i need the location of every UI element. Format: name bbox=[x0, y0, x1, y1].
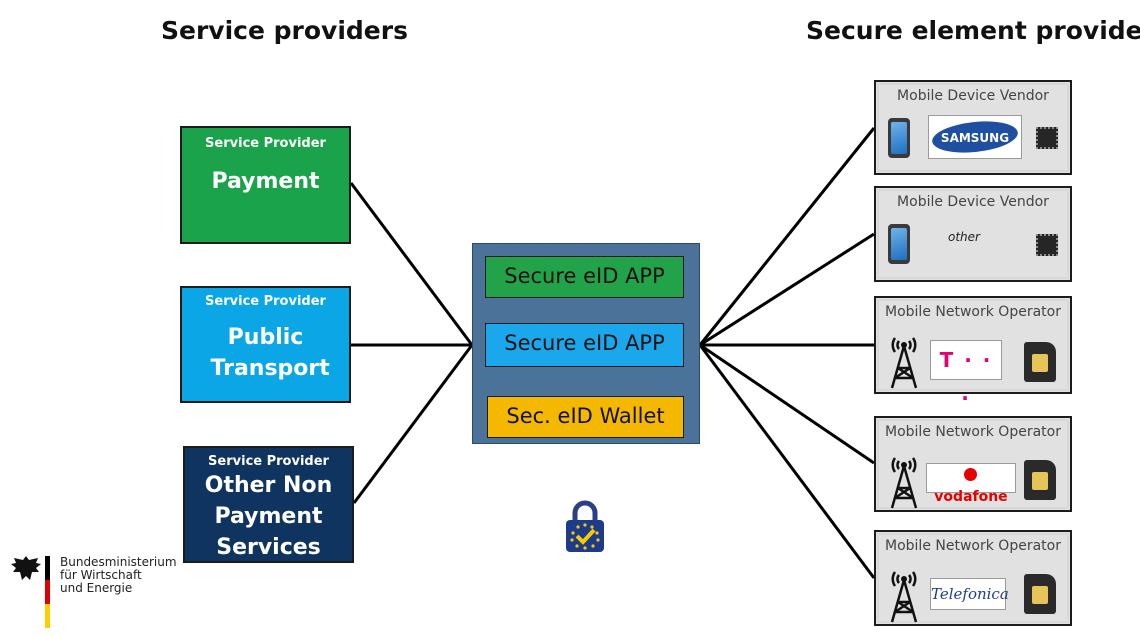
provider-title: Mobile Network Operator bbox=[885, 424, 1061, 440]
antenna-tower-icon bbox=[890, 457, 918, 509]
connector-telefonica bbox=[698, 344, 876, 579]
smartphone-icon bbox=[888, 118, 910, 158]
telekom-logo-text: T · · · bbox=[939, 348, 993, 410]
service-provider-public-transport: Service Provider Public Transport bbox=[180, 286, 351, 403]
ministry-line-1: Bundesministerium bbox=[60, 555, 177, 569]
vodafone-logo: vodafone bbox=[926, 463, 1016, 505]
vodafone-speechmark-icon bbox=[963, 468, 977, 481]
secure-eid-app-blue: Secure eID APP bbox=[485, 323, 684, 367]
connector-payment bbox=[349, 182, 474, 346]
connector-vodafone bbox=[699, 343, 875, 465]
service-providers-heading: Service providers bbox=[161, 16, 408, 45]
flag-stripe-black bbox=[45, 556, 50, 580]
element-provider-other-vendor: Mobile Device Vendor other bbox=[874, 186, 1072, 282]
ministry-line-3: und Energie bbox=[60, 581, 133, 595]
element-provider-samsung: Mobile Device Vendor SAMSUNG bbox=[874, 80, 1072, 175]
connector-samsung bbox=[698, 127, 876, 346]
connector-other-services bbox=[352, 344, 474, 504]
service-provider-other-non-payment: Service Provider Other Non Payment Servi… bbox=[183, 446, 354, 563]
element-provider-telefonica: Mobile Network Operator Telefonica bbox=[874, 530, 1072, 626]
service-provider-title: Payment bbox=[211, 169, 320, 194]
service-provider-kicker: Service Provider bbox=[208, 454, 329, 469]
service-provider-title: Other Non Payment Services bbox=[204, 473, 333, 560]
element-provider-vodafone: Mobile Network Operator vodafone bbox=[874, 416, 1072, 512]
provider-title: Mobile Device Vendor bbox=[897, 194, 1049, 210]
other-vendor-label: other bbox=[948, 230, 980, 244]
telefonica-logo: Telefonica bbox=[930, 578, 1009, 610]
service-provider-kicker: Service Provider bbox=[205, 136, 326, 151]
flag-stripe-gold bbox=[45, 604, 50, 628]
eagle-icon bbox=[11, 556, 41, 580]
secure-element-providers-heading: Secure element providers bbox=[806, 16, 1140, 45]
service-provider-kicker: Service Provider bbox=[205, 294, 326, 309]
smartphone-icon bbox=[888, 224, 910, 264]
provider-title: Mobile Device Vendor bbox=[897, 88, 1049, 104]
samsung-logo-text: SAMSUNG bbox=[941, 131, 1009, 145]
service-provider-title: Public Transport bbox=[210, 325, 330, 381]
secure-eid-wallet: Sec. eID Wallet bbox=[487, 396, 684, 438]
ministry-name: Bundesministerium für Wirtschaft und Ene… bbox=[60, 556, 177, 595]
element-provider-telekom: Mobile Network Operator T · · · bbox=[874, 296, 1072, 410]
provider-title: Mobile Network Operator bbox=[885, 304, 1061, 320]
flag-stripe-red bbox=[45, 580, 50, 604]
eu-lock-icon bbox=[565, 498, 605, 554]
samsung-logo: SAMSUNG bbox=[928, 115, 1022, 159]
antenna-tower-icon bbox=[890, 571, 918, 623]
sim-card-icon bbox=[1024, 460, 1056, 500]
vodafone-logo-text: vodafone bbox=[934, 489, 1008, 505]
sim-card-icon bbox=[1024, 574, 1056, 614]
provider-title: Mobile Network Operator bbox=[885, 538, 1061, 554]
telekom-logo: T · · · bbox=[930, 340, 1002, 410]
telefonica-logo-text: Telefonica bbox=[931, 585, 1009, 603]
secure-eid-app-green: Secure eID APP bbox=[485, 256, 684, 298]
antenna-tower-icon bbox=[890, 337, 918, 389]
chip-icon bbox=[1036, 234, 1058, 256]
sim-card-icon bbox=[1024, 342, 1056, 382]
connector-other-vendor bbox=[699, 232, 875, 347]
ministry-line-2: für Wirtschaft bbox=[60, 568, 142, 582]
chip-icon bbox=[1036, 127, 1058, 149]
service-provider-payment: Service Provider Payment bbox=[180, 126, 351, 244]
secure-eid-hub: Secure eID APP Secure eID APP Sec. eID W… bbox=[472, 243, 700, 444]
